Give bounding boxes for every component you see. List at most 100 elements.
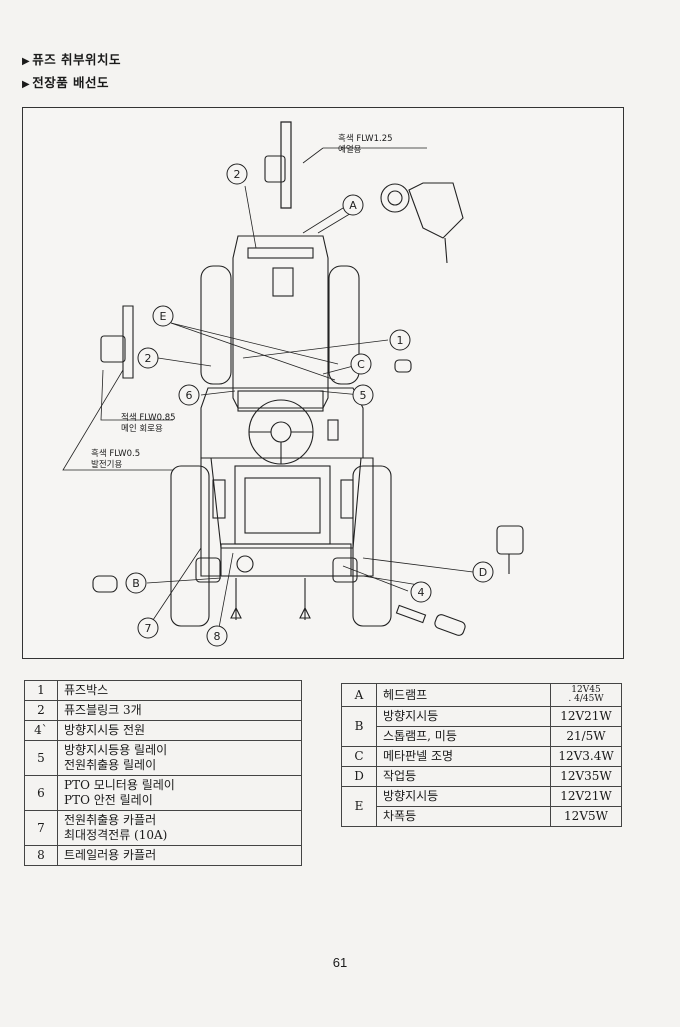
lamp-name: 작업등 — [376, 766, 551, 787]
lamp-code: B — [341, 706, 377, 747]
wiring-heading-text: 전장품 배선도 — [32, 75, 110, 90]
wiring-diagram: 2 A E 1 2 C 6 5 D B 4 7 8 흑색 FLW1.25 예열용… — [22, 107, 624, 659]
lamp-spec: 12V3.4W — [550, 746, 622, 767]
lamp-code: C — [341, 746, 377, 767]
callout-D: D — [472, 561, 494, 583]
callout-C: C — [350, 353, 372, 375]
part-number: 5 — [24, 740, 58, 776]
table-row: 차폭등 12V5W — [342, 806, 622, 827]
fuse-location-heading: ▶퓨즈 취부위치도 — [22, 49, 121, 68]
lamp-name: 메타판넬 조명 — [376, 746, 551, 767]
callout-1: 1 — [389, 329, 411, 351]
lamp-code: A — [341, 683, 377, 707]
svg-text:2: 2 — [145, 352, 152, 365]
lamp-name: 헤드램프 — [376, 683, 551, 707]
svg-text:8: 8 — [214, 630, 221, 643]
svg-text:A: A — [349, 199, 357, 212]
lamp-name: 방향지시등 — [376, 786, 551, 807]
table-row: 4` 방향지시등 전원 — [24, 720, 302, 741]
callout-7: 7 — [137, 617, 159, 639]
right-rear-tire — [328, 265, 360, 385]
part-number: 1 — [24, 680, 58, 701]
part-description-line: 최대정격전류 (10A) — [64, 828, 168, 842]
svg-text:6: 6 — [186, 389, 193, 402]
svg-text:5: 5 — [360, 389, 367, 402]
callout-8: 8 — [206, 625, 228, 647]
table-row: A 헤드램프 12V45 . 4/45W — [341, 683, 622, 707]
svg-text:1: 1 — [397, 334, 404, 347]
callout-A: A — [342, 194, 364, 216]
part-description-line: PTO 안전 릴레이 — [64, 793, 153, 807]
part-description: 퓨즈박스 — [57, 680, 302, 701]
lamp-name: 스톱램프, 미등 — [376, 726, 551, 747]
callout-4: 4 — [410, 581, 432, 603]
rear-lamp-box — [272, 267, 294, 297]
table-row: E 방향지시등 12V21W — [341, 786, 622, 827]
left-front-tire — [170, 465, 210, 627]
lamp-spec: 12V21W — [550, 706, 622, 727]
wire-note-red-085: 적색 FLW0.85 메인 회로용 — [121, 413, 176, 434]
svg-text:E: E — [160, 310, 167, 323]
lamp-spec-text: 12V45 . 4/45W — [568, 685, 604, 704]
svg-text:7: 7 — [145, 622, 152, 635]
svg-text:4: 4 — [418, 586, 425, 599]
lamp-name: 방향지시등 — [376, 706, 551, 727]
part-description-line: 전원취출용 카플러 — [64, 813, 157, 827]
part-description: 방향지시등 전원 — [57, 720, 302, 741]
callout-2-left: 2 — [137, 347, 159, 369]
triangle-bullet-icon: ▶ — [22, 79, 31, 90]
table-row: D 작업등 12V35W — [341, 766, 622, 787]
svg-text:B: B — [132, 577, 140, 590]
part-number: 7 — [24, 810, 58, 846]
part-description-line: 방향지시등 전원 — [64, 723, 146, 737]
wire-note-black-05: 흑색 FLW0.5 발전기용 — [91, 449, 141, 470]
table-row: B 방향지시등 12V21W — [341, 706, 622, 747]
table-row: 스톱램프, 미등 21/5W — [342, 726, 622, 747]
part-description: 퓨즈블링크 3개 — [57, 700, 302, 721]
wiring-heading: ▶전장품 배선도 — [22, 72, 109, 91]
part-description-line: 방향지시등용 릴레이 — [64, 743, 168, 757]
wire-note-black-125: 흑색 FLW1.25 예열용 — [338, 134, 393, 155]
fuse-link-top — [280, 121, 292, 209]
lamp-spec: 12V45 . 4/45W — [550, 683, 622, 707]
triangle-bullet-icon: ▶ — [22, 56, 31, 67]
part-number: 2 — [24, 700, 58, 721]
callout-5: 5 — [352, 384, 374, 406]
callout-2-top: 2 — [226, 163, 248, 185]
fuse-location-heading-text: 퓨즈 취부위치도 — [32, 52, 122, 67]
fender-panel — [200, 387, 364, 459]
svg-text:2: 2 — [234, 168, 241, 181]
lamp-name: 차폭등 — [376, 806, 551, 827]
cab-body — [232, 235, 329, 409]
svg-text:C: C — [357, 358, 365, 371]
lamp-spec: 12V21W — [550, 786, 622, 807]
lamp-spec-table: A 헤드램프 12V45 . 4/45W B 방향지시등 12V21W 스톱램프… — [341, 683, 622, 827]
left-rear-tire — [200, 265, 232, 385]
part-description-line: 전원취출용 릴레이 — [64, 758, 157, 772]
part-description-line: 트레일러용 카플러 — [64, 848, 157, 862]
lamp-code: D — [341, 766, 377, 787]
table-row: C 메타판넬 조명 12V3.4W — [341, 746, 622, 767]
page-number: 61 — [332, 955, 348, 970]
table-row: 1 퓨즈박스 — [24, 680, 302, 701]
callout-6: 6 — [178, 384, 200, 406]
callout-B: B — [125, 572, 147, 594]
work-lamp — [496, 525, 524, 555]
tractor-wiring-drawing: 2 A E 1 2 C 6 5 D B 4 7 8 — [62, 121, 524, 647]
headlamp-bulb — [380, 183, 410, 213]
part-description-line: 퓨즈박스 — [64, 683, 109, 697]
callout-E: E — [152, 305, 174, 327]
lamp-spec: 21/5W — [550, 726, 622, 747]
lamp-spec: 12V5W — [550, 806, 622, 827]
part-number: 4` — [24, 720, 58, 741]
front-bumper — [220, 543, 352, 577]
lamp-spec: 12V35W — [550, 766, 622, 787]
